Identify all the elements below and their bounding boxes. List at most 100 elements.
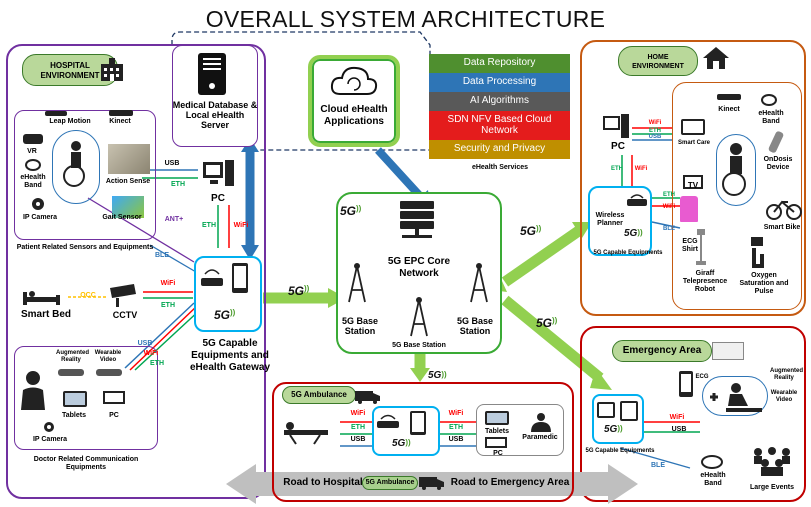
base-station-right-icon	[470, 263, 488, 303]
ambulance-label: 5G Ambulance	[282, 386, 356, 404]
ambulance-left-usb-label: USB	[350, 436, 366, 443]
vr-label: VR	[27, 148, 37, 155]
home-5g-logo: 5G))	[624, 228, 643, 239]
ambulance-tablets-label: Tablets	[485, 428, 509, 435]
hospital-gateway-box	[194, 256, 262, 332]
ambulance-tablet-icon	[485, 411, 509, 425]
ambulance-router-tablet-icon	[377, 411, 426, 435]
gateway-label: 5G Capable Equipments and eHealth Gatewa…	[189, 338, 271, 373]
service-data-processing: Data Processing	[429, 73, 570, 92]
base-station-bottom-label: 5G Base Station	[392, 342, 446, 349]
smart-bed-label: Smart Bed	[20, 309, 71, 320]
emergency-ble-label: BLE	[651, 462, 665, 469]
ambulance-panel	[272, 382, 574, 502]
crowd-icon	[754, 447, 790, 476]
smart-bike-label: Smart Bike	[763, 224, 801, 231]
emergency-wearable-label: Wearable Video	[770, 390, 798, 403]
leap-motion-label: Leap Motion	[49, 118, 91, 125]
cloud-core-link	[375, 147, 423, 199]
tv-icon	[683, 175, 703, 189]
home-pc-wifi-label: WiFi	[648, 120, 662, 126]
smart-care-label: Smart Care	[677, 140, 710, 146]
patient-ellipse	[52, 130, 100, 204]
doctor-equipment-box	[14, 346, 158, 450]
doctor-equipment-caption: Doctor Related Communication Equipments	[33, 456, 139, 471]
ambulance-devices-box	[476, 404, 564, 456]
ehealth-band-icon	[25, 159, 41, 171]
road-ambulance-icon	[419, 477, 444, 490]
emergency-wifi-label: WiFi	[669, 414, 685, 421]
action-sense-icon	[108, 144, 150, 174]
doctor-tablets-label: Tablets	[62, 412, 86, 419]
link-5g-logo-left: 5G))	[288, 284, 310, 298]
emergency-usb-label: USB	[671, 426, 687, 433]
hospital-pc-eth-label: ETH	[202, 222, 216, 229]
hospital-usb-label: USB	[164, 160, 180, 167]
oximeter-icon	[751, 237, 764, 268]
service-sdn-nfv: SDN NFV Based Cloud Network	[429, 111, 570, 140]
cctv-wifi-label: WiFi	[160, 280, 176, 287]
emergency-patient-ellipse	[702, 376, 768, 416]
ambulance-5g-logo: 5G))	[392, 438, 411, 449]
kinect-label: Kinect	[109, 118, 131, 125]
ambulance-left-eth-label: ETH	[351, 424, 365, 431]
road-to-emergency-label: Road to Emergency Area	[450, 477, 570, 488]
patient-sensors-box	[14, 110, 156, 240]
cloud-icon	[330, 66, 378, 95]
gait-sensor-label: Gait Sensor	[102, 214, 142, 221]
core-server-icon	[400, 201, 434, 238]
emergency-capable-label: 5G Capable Equipments	[585, 448, 655, 454]
home-environment-panel	[580, 40, 806, 316]
large-events-label: Large Events	[750, 484, 794, 491]
base-station-right-label: 5G Base Station	[456, 316, 494, 336]
core-home-link	[501, 225, 584, 287]
hospital-pc-wifi-label: WiFi	[233, 222, 249, 229]
tv-label: TV	[687, 181, 699, 190]
home-capable-label: 5G Capable Equipments	[593, 250, 663, 256]
gait-sensor-icon	[112, 196, 144, 218]
ecg-shirt-label: ECG Shirt	[682, 238, 698, 253]
home-devices-box	[672, 82, 802, 310]
ambulance-right-wifi-label: WiFi	[448, 410, 464, 417]
smart-care-icon	[681, 119, 705, 135]
kinect-icon	[109, 110, 133, 116]
giraff-robot-label: Giraff Telepresence Robot	[682, 270, 728, 293]
stretcher-icon	[284, 422, 328, 445]
oxygen-label: Oxygen Saturation and Pulse	[739, 272, 789, 295]
link-5g-logo-ambulance: 5G))	[428, 370, 447, 381]
doctor-eth-label: ETH	[150, 360, 164, 367]
ant-label: ANT+	[164, 216, 184, 223]
home-kinect-icon	[717, 94, 741, 100]
hospital-pc-icon	[203, 160, 234, 186]
emergency-band-label: eHealth Band	[700, 472, 726, 487]
emergency-devices-icon	[597, 401, 638, 421]
tablet-icon	[63, 391, 87, 407]
base-station-bottom-icon	[410, 297, 428, 337]
giraff-robot-icon	[696, 229, 706, 265]
link-5g-logo-emergency: 5G))	[536, 316, 558, 330]
emergency-phone-icon	[679, 371, 693, 397]
ambulance-pc-label: PC	[493, 450, 503, 457]
home-patient-ellipse	[716, 134, 756, 206]
home-pc-eth-label: ETH	[649, 128, 661, 134]
home-router-icon	[627, 194, 647, 206]
emergency-area-label: Emergency Area	[612, 340, 712, 362]
doctor-icon	[21, 371, 45, 410]
service-data-repository: Data Repository	[429, 54, 570, 73]
ip-camera-label: IP Camera	[22, 214, 58, 221]
doctor-ip-camera-icon	[44, 422, 54, 432]
medical-database-label: Medical Database & Local eHealth Server	[172, 100, 258, 130]
cctv-label: CCTV	[112, 310, 138, 320]
ar-glasses-icon	[58, 369, 122, 376]
emergency-scene-icon	[712, 342, 744, 360]
server-icon	[198, 53, 226, 95]
cloud-applications-box	[308, 55, 400, 147]
ambulance-left-wifi-label: WiFi	[350, 410, 366, 417]
home-ble-label: BLE	[663, 226, 675, 232]
link-5g-logo-home: 5G))	[520, 224, 542, 238]
doctor-ar-label: Augmented Reality	[56, 350, 89, 363]
doctor-pc-label: PC	[109, 412, 119, 419]
emergency-5g-logo: 5G))	[604, 424, 623, 435]
service-ai-algorithms: AI Algorithms	[429, 92, 570, 111]
hospital-eth-label: ETH	[171, 181, 185, 188]
